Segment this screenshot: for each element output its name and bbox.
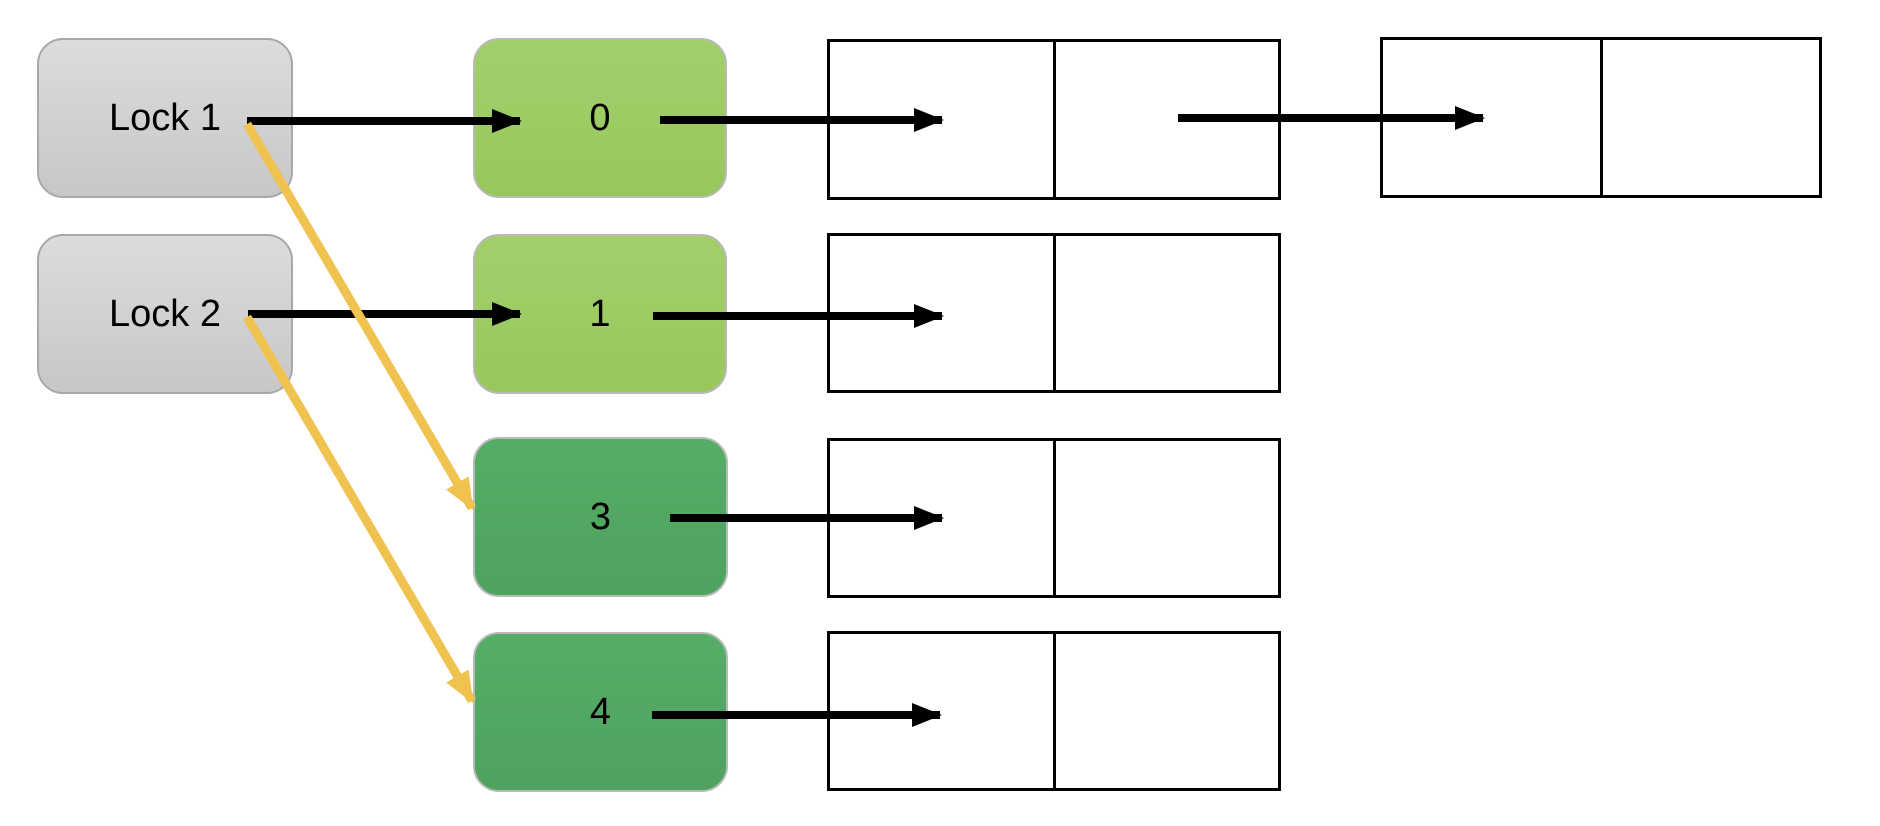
chain-4-node-1 xyxy=(827,631,1281,791)
chain-4-node-1-next-cell xyxy=(1056,634,1279,788)
chain-0-node-2-next-cell xyxy=(1603,40,1820,195)
bucket-1-label: 1 xyxy=(589,293,611,335)
chain-0-node-1 xyxy=(827,39,1281,200)
chain-0-node-2 xyxy=(1380,37,1822,198)
chain-3-node-1 xyxy=(827,438,1281,598)
lock-2-label: Lock 2 xyxy=(109,293,221,335)
bucket-4-label: 4 xyxy=(589,691,612,733)
chain-1-node-1 xyxy=(827,233,1281,393)
bucket-3-label: 3 xyxy=(589,496,612,538)
chain-4-node-1-value-cell xyxy=(830,634,1056,788)
lock-1-box: Lock 1 xyxy=(37,38,293,198)
bucket-4-box: 4 xyxy=(473,632,728,792)
chain-0-node-1-value-cell xyxy=(830,42,1056,197)
bucket-1-box: 1 xyxy=(473,234,727,394)
chain-0-node-1-next-cell xyxy=(1056,42,1279,197)
lock-1-label: Lock 1 xyxy=(109,97,221,139)
bucket-0-label: 0 xyxy=(589,97,611,139)
bucket-3-box: 3 xyxy=(473,437,728,597)
chain-3-node-1-next-cell xyxy=(1056,441,1279,595)
chain-1-node-1-next-cell xyxy=(1056,236,1279,390)
chain-3-node-1-value-cell xyxy=(830,441,1056,595)
lock-2-box: Lock 2 xyxy=(37,234,293,394)
chain-1-node-1-value-cell xyxy=(830,236,1056,390)
chain-0-node-2-value-cell xyxy=(1383,40,1603,195)
bucket-0-box: 0 xyxy=(473,38,727,198)
